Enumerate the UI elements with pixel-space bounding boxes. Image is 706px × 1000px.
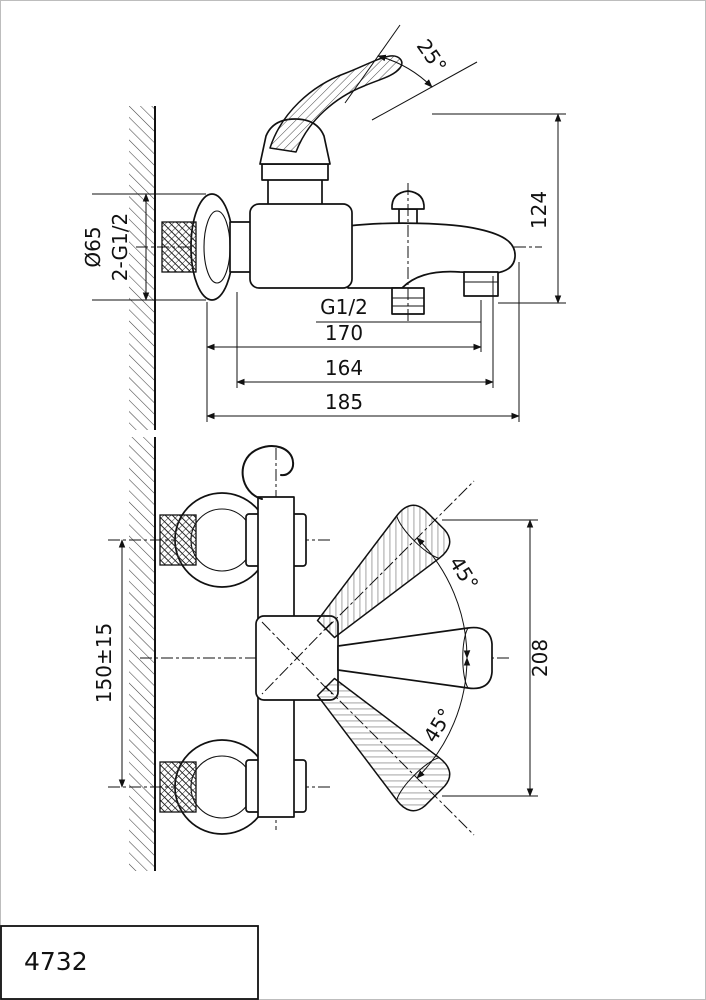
side-view: 25° 124 Ø65 2-G1/2 G1/2 170 [81, 24, 566, 430]
lower-swing-arc [416, 657, 471, 779]
label-wall-connections: 2-G1/2 [108, 213, 132, 281]
wall-hatch-top [129, 106, 155, 430]
label-164: 164 [325, 356, 363, 380]
escutcheon-diameter-dimension: Ø65 2-G1/2 [81, 193, 206, 301]
label-handle-angle: 25° [412, 35, 452, 78]
dimension-170: 170 [206, 300, 482, 422]
title-block-box [0, 925, 259, 1000]
dimension-inlet-spacing: 150±15 [92, 539, 126, 788]
lower-eccentric-crosshatch [159, 761, 197, 813]
label-185: 185 [325, 390, 363, 414]
shower-hook [241, 445, 295, 500]
label-escutcheon-diameter: Ø65 [81, 226, 105, 267]
upper-eccentric-crosshatch [159, 514, 197, 566]
label-outlet-thread: G1/2 [320, 295, 368, 319]
escutcheon-inner [203, 210, 231, 284]
title-block: 4732 [0, 925, 259, 1000]
handle-lever [269, 55, 403, 153]
aerator [463, 271, 499, 297]
model-number: 4732 [24, 947, 88, 976]
upper-flange-inner [190, 508, 254, 572]
handle-position-horizontal [337, 626, 493, 690]
label-inlet-spacing: 150±15 [92, 623, 116, 703]
label-swing-lower: 45° [418, 704, 457, 747]
dimension-185: 185 [206, 262, 520, 422]
upper-swing-arc [416, 537, 471, 659]
eccentric-union-crosshatch [161, 221, 197, 273]
handle-collar [261, 163, 329, 181]
upper-swing-axis [324, 480, 475, 631]
label-170: 170 [325, 321, 363, 345]
label-swing-upper: 45° [444, 552, 483, 595]
label-handle-span: 208 [528, 639, 552, 677]
cartridge-centerline-x2 [261, 621, 333, 695]
wall-hatch-bottom [129, 437, 155, 871]
faucet-body [249, 203, 353, 289]
height-dimension: 124 [432, 113, 566, 304]
outlet-thread-label: G1/2 [316, 295, 481, 323]
label-height: 124 [527, 191, 551, 229]
lower-swing-axis [324, 685, 475, 836]
dimension-208: 208 [442, 519, 552, 797]
front-view: 45° 45° 208 150±15 [92, 437, 552, 871]
dimension-164: 164 [236, 276, 494, 388]
lower-flange-inner [190, 755, 254, 819]
cartridge-neck [267, 177, 323, 207]
